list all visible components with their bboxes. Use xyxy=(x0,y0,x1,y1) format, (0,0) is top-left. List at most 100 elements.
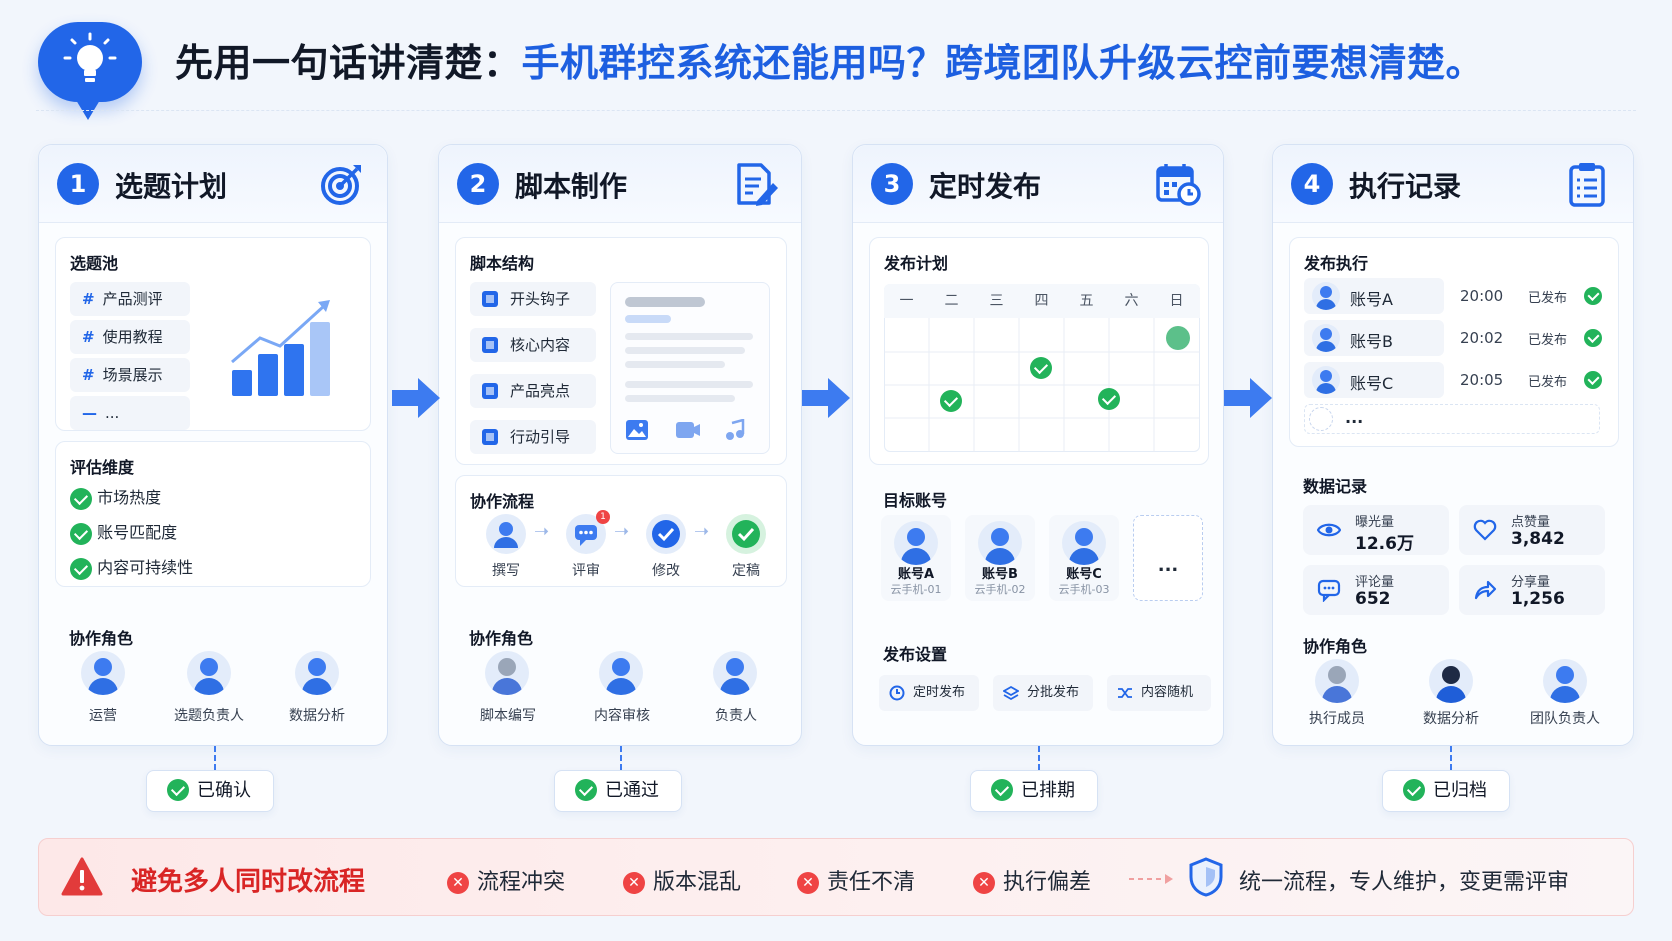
topic-item[interactable]: #使用教程 xyxy=(70,320,190,354)
panel-title: 选题池 xyxy=(70,254,119,273)
connector-line xyxy=(214,746,216,770)
avatar xyxy=(1312,366,1340,394)
weekday-label: 一 xyxy=(899,293,914,309)
structure-item[interactable]: 行动引导 xyxy=(470,420,596,454)
roles-title: 协作角色 xyxy=(1303,637,1368,656)
role-label: 团队负责人 xyxy=(1530,711,1600,727)
publish-calendar: 一 二 三 四 五 六 日 xyxy=(884,284,1200,452)
exec-row[interactable]: 账号B 20:02 已发布 xyxy=(1304,320,1608,356)
scheduled-check-icon[interactable] xyxy=(1030,357,1052,379)
target-icon xyxy=(321,165,361,205)
card-header: 4 执行记录 xyxy=(1273,145,1633,223)
setting-random[interactable]: 内容随机 xyxy=(1107,675,1211,711)
scheduled-pending-icon[interactable] xyxy=(1166,326,1190,350)
role-label: 脚本编写 xyxy=(480,708,536,724)
check-icon xyxy=(70,522,92,545)
weekday-label: 六 xyxy=(1124,293,1139,309)
lightbulb-icon xyxy=(38,22,142,120)
settings-title: 发布设置 xyxy=(883,645,948,664)
card-header: 3 定时发布 xyxy=(853,145,1223,223)
eval-item: 内容可持续性 xyxy=(70,554,193,580)
panel-title: 评估维度 xyxy=(70,458,135,477)
weekday-label: 五 xyxy=(1079,293,1094,309)
card-script-production: 2 脚本制作 脚本结构 开头钩子 核心内容 产品亮点 行动引导 协作流程 ➝ xyxy=(438,144,802,746)
topic-item[interactable]: #产品测评 xyxy=(70,282,190,316)
close-icon: ✕ xyxy=(973,872,995,894)
image-icon xyxy=(626,420,648,440)
flow-step-label: 定稿 xyxy=(732,563,760,579)
card-title: 执行记录 xyxy=(1349,170,1462,203)
weekday-label: 四 xyxy=(1034,293,1049,309)
more-accounts-button[interactable]: ... xyxy=(1133,515,1203,601)
dashed-arrow-icon xyxy=(1129,874,1173,884)
script-structure-panel: 脚本结构 开头钩子 核心内容 产品亮点 行动引导 xyxy=(455,237,787,465)
video-icon xyxy=(676,422,700,438)
document-edit-icon xyxy=(737,163,778,206)
card-topic-planning: 1 选题计划 选题池 #产品测评 #使用教程 #场景展示 —... 评估维度 市… xyxy=(38,144,388,746)
finalize-step-icon xyxy=(726,514,766,554)
flow-arrow: ➝ xyxy=(694,521,710,542)
avatar xyxy=(1543,659,1587,703)
check-icon xyxy=(70,557,92,580)
section-icon xyxy=(482,337,498,353)
review-step-icon: 1 xyxy=(566,510,610,554)
execution-panel: 发布执行 账号A 20:00 已发布 账号B 20:02 已发布 账号C 20:… xyxy=(1289,237,1619,447)
header-divider xyxy=(36,110,1636,111)
close-icon: ✕ xyxy=(797,872,819,894)
success-check-icon xyxy=(1584,371,1602,389)
roles-title: 协作角色 xyxy=(469,629,534,648)
page-title: 先用一句话讲清楚：手机群控系统还能用吗？跨境团队升级云控前要想清楚。 xyxy=(175,41,1485,85)
avatar xyxy=(1429,659,1473,703)
topic-item[interactable]: #场景展示 xyxy=(70,358,190,392)
section-icon xyxy=(482,291,498,307)
connector-line xyxy=(1450,746,1452,770)
structure-item[interactable]: 产品亮点 xyxy=(470,374,596,408)
script-preview xyxy=(610,282,770,454)
status-badge-approved: 已通过 xyxy=(554,770,682,812)
flow-step-label: 修改 xyxy=(652,563,680,579)
close-icon: ✕ xyxy=(447,872,469,894)
weekday-label: 日 xyxy=(1169,293,1184,309)
card-title: 选题计划 xyxy=(115,170,228,203)
shuffle-icon xyxy=(1118,688,1132,698)
exec-row[interactable]: 账号A 20:00 已发布 xyxy=(1304,278,1608,314)
status-badge-confirmed: 已确认 xyxy=(146,770,274,812)
step-number: 4 xyxy=(1291,163,1333,205)
section-icon xyxy=(482,383,498,399)
role-label: 执行成员 xyxy=(1309,711,1365,727)
write-step-icon xyxy=(486,514,526,554)
section-icon xyxy=(482,429,498,445)
check-icon xyxy=(575,778,597,801)
exec-row[interactable]: 账号C 20:05 已发布 xyxy=(1304,362,1608,398)
topic-pool-panel: 选题池 #产品测评 #使用教程 #场景展示 —... xyxy=(55,237,371,431)
clock-icon xyxy=(889,685,905,701)
flow-arrow: ➝ xyxy=(614,521,630,542)
flow-step-label: 撰写 xyxy=(492,563,520,579)
structure-item[interactable]: 开头钩子 xyxy=(470,282,596,316)
connector-line xyxy=(620,746,622,770)
card-title: 定时发布 xyxy=(929,170,1042,203)
issue-item: ✕责任不清 xyxy=(797,864,915,896)
avatar xyxy=(978,521,1022,565)
setting-scheduled[interactable]: 定时发布 xyxy=(879,675,979,711)
structure-item[interactable]: 核心内容 xyxy=(470,328,596,362)
card-header: 1 选题计划 xyxy=(39,145,387,223)
status-badge-scheduled: 已排期 xyxy=(970,770,1098,812)
topic-item-more[interactable]: —... xyxy=(70,396,190,430)
avatar xyxy=(81,651,125,695)
setting-batch[interactable]: 分批发布 xyxy=(993,675,1093,711)
close-icon: ✕ xyxy=(623,872,645,894)
check-icon xyxy=(1403,778,1425,801)
panel-title: 发布计划 xyxy=(884,254,949,273)
scheduled-check-icon[interactable] xyxy=(1098,388,1120,410)
avatar xyxy=(485,651,529,695)
scheduled-check-icon[interactable] xyxy=(940,390,962,412)
eye-icon xyxy=(1317,523,1341,537)
exec-more-row[interactable]: ... xyxy=(1304,404,1600,434)
